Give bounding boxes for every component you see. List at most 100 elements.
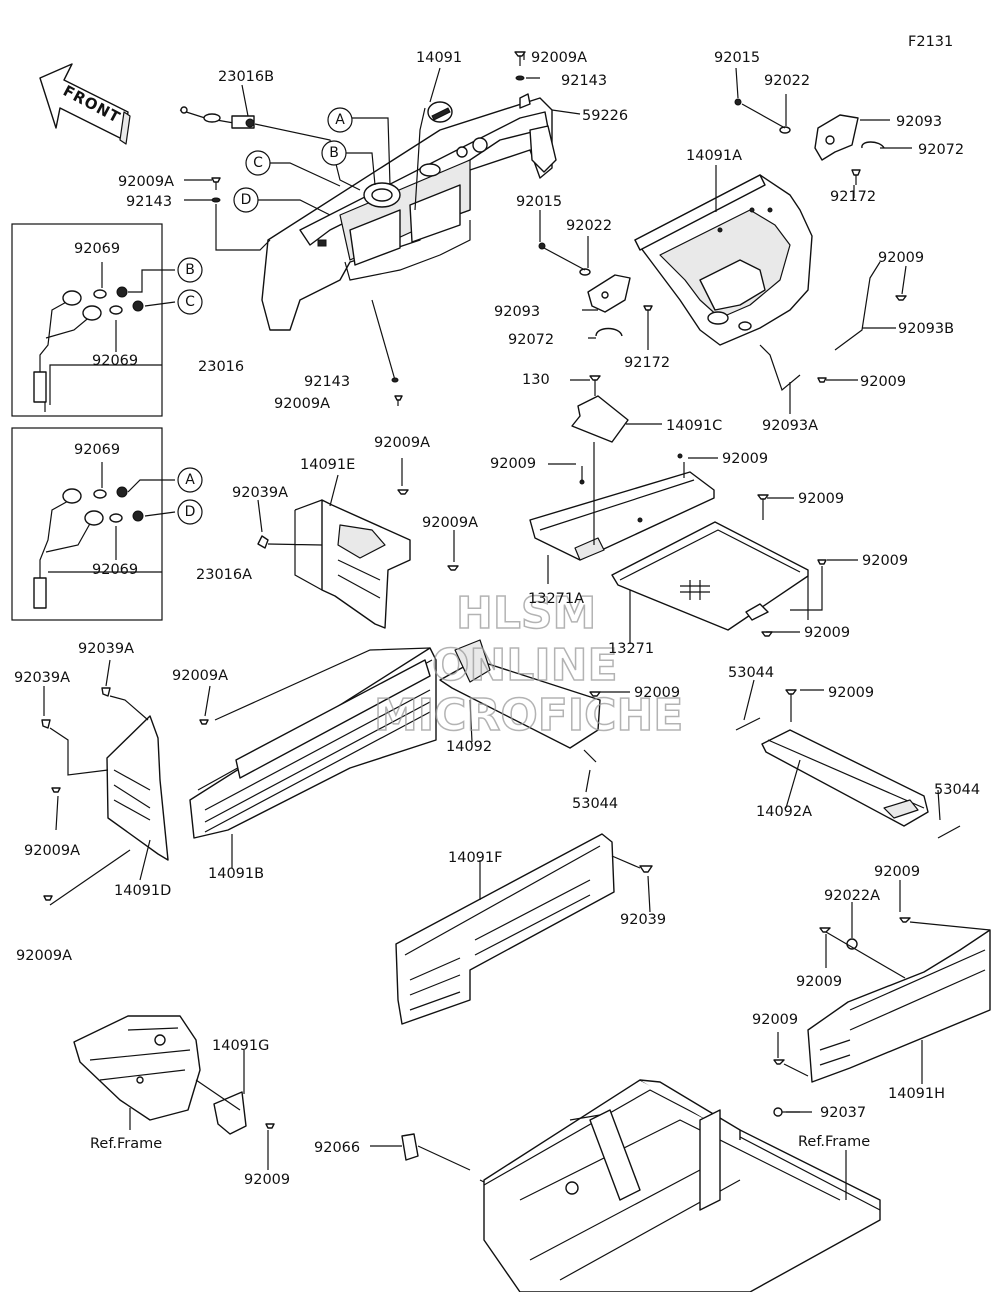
part-label[interactable]: 92172 bbox=[624, 355, 670, 371]
part-label[interactable]: 92009 bbox=[828, 685, 874, 701]
guard-14091e-drawing bbox=[257, 489, 459, 629]
part-label[interactable]: 14091A bbox=[686, 148, 742, 164]
part-label[interactable]: 92093 bbox=[494, 304, 540, 320]
part-label[interactable]: 23016 bbox=[198, 359, 244, 375]
part-label[interactable]: 92072 bbox=[508, 332, 554, 348]
part-label[interactable]: 53044 bbox=[572, 796, 618, 812]
part-label[interactable]: 92009A bbox=[531, 50, 587, 66]
bracket-92093-mid-drawing bbox=[538, 242, 653, 337]
cap-14091-drawing bbox=[427, 101, 453, 123]
part-label[interactable]: 53044 bbox=[728, 665, 774, 681]
part-label[interactable]: 14091 bbox=[416, 50, 462, 66]
part-label[interactable]: 53044 bbox=[934, 782, 980, 798]
part-label[interactable]: 92022 bbox=[764, 73, 810, 89]
watermark-line-2: ONLINE bbox=[432, 640, 618, 691]
part-label[interactable]: 92009A bbox=[16, 948, 72, 964]
callout-b-inset: B bbox=[185, 262, 195, 278]
part-label[interactable]: 92039A bbox=[232, 485, 288, 501]
part-label[interactable]: 13271 bbox=[608, 641, 654, 657]
part-label[interactable]: 13271A bbox=[528, 591, 584, 607]
callout-b-top: B bbox=[329, 145, 339, 161]
part-label[interactable]: 92015 bbox=[516, 194, 562, 210]
part-label[interactable]: 92009 bbox=[752, 1012, 798, 1028]
panel-13271-drawing bbox=[611, 494, 827, 637]
panel-14091f-drawing bbox=[395, 833, 653, 1025]
part-label[interactable]: 92037 bbox=[820, 1105, 866, 1121]
part-label[interactable]: 92093 bbox=[896, 114, 942, 130]
part-label[interactable]: 23016A bbox=[196, 567, 252, 583]
part-label[interactable]: 14091E bbox=[300, 457, 355, 473]
dash-panel-14091-drawing bbox=[261, 93, 557, 331]
part-label[interactable]: 92009 bbox=[244, 1172, 290, 1188]
part-label[interactable]: Ref.Frame bbox=[90, 1136, 162, 1152]
part-label[interactable]: 92009 bbox=[860, 374, 906, 390]
part-label[interactable]: 92022A bbox=[824, 888, 880, 904]
part-label[interactable]: 59226 bbox=[582, 108, 628, 124]
part-label[interactable]: 92172 bbox=[830, 189, 876, 205]
part-number-labels: 23016B 14091 92009A 92143 59226 92015 92… bbox=[14, 50, 980, 1188]
part-label[interactable]: 92009 bbox=[874, 864, 920, 880]
harness-23016b-drawing bbox=[179, 106, 361, 191]
callout-c-top: C bbox=[253, 155, 263, 171]
tray-14091a-drawing bbox=[634, 174, 813, 346]
part-label[interactable]: 92066 bbox=[314, 1140, 360, 1156]
part-label[interactable]: 14091F bbox=[448, 850, 502, 866]
part-label[interactable]: 92009 bbox=[722, 451, 768, 467]
part-label[interactable]: 92143 bbox=[304, 374, 350, 390]
inset-box-harness-23016a bbox=[11, 427, 163, 621]
part-label[interactable]: 92072 bbox=[918, 142, 964, 158]
panel-14091h-drawing bbox=[773, 917, 991, 1083]
part-label[interactable]: 92009A bbox=[274, 396, 330, 412]
plate-14092-drawing bbox=[439, 639, 601, 763]
panel-13271a-drawing bbox=[529, 442, 715, 561]
part-label[interactable]: 92039A bbox=[14, 670, 70, 686]
watermark-line-3: MICROFICHE bbox=[374, 690, 683, 741]
part-label[interactable]: 92009A bbox=[24, 843, 80, 859]
part-label[interactable]: 92143 bbox=[561, 73, 607, 89]
inset-box-harness-23016 bbox=[11, 223, 163, 417]
part-label[interactable]: 92069 bbox=[74, 442, 120, 458]
part-label[interactable]: 92009A bbox=[422, 515, 478, 531]
part-label[interactable]: 14091G bbox=[212, 1038, 269, 1054]
part-label[interactable]: 92009 bbox=[634, 685, 680, 701]
part-label[interactable]: 92039A bbox=[78, 641, 134, 657]
part-label[interactable]: 92009 bbox=[796, 974, 842, 990]
part-label[interactable]: 92009A bbox=[118, 174, 174, 190]
part-label[interactable]: 92009 bbox=[798, 491, 844, 507]
diagram-code: F2131 bbox=[908, 34, 953, 50]
part-label[interactable]: 92143 bbox=[126, 194, 172, 210]
part-label[interactable]: 92069 bbox=[74, 241, 120, 257]
part-label[interactable]: 92009A bbox=[374, 435, 430, 451]
frame-ref-main-drawing bbox=[401, 1079, 881, 1293]
part-label[interactable]: Ref.Frame bbox=[798, 1134, 870, 1150]
part-label[interactable]: 92069 bbox=[92, 353, 138, 369]
part-label[interactable]: 14091C bbox=[666, 418, 722, 434]
part-label[interactable]: 92069 bbox=[92, 562, 138, 578]
part-label[interactable]: 92009 bbox=[862, 553, 908, 569]
part-label[interactable]: 14092A bbox=[756, 804, 812, 820]
part-label[interactable]: 92039 bbox=[620, 912, 666, 928]
watermark-line-1: HLSM bbox=[456, 588, 596, 639]
part-label[interactable]: 92093B bbox=[898, 321, 954, 337]
part-label[interactable]: 14092 bbox=[446, 739, 492, 755]
callout-c-inset: C bbox=[185, 294, 195, 310]
part-label[interactable]: 14091D bbox=[114, 883, 171, 899]
part-label[interactable]: 92009 bbox=[490, 456, 536, 472]
callout-a-top: A bbox=[335, 112, 345, 128]
part-label[interactable]: 92009 bbox=[804, 625, 850, 641]
part-label[interactable]: 23016B bbox=[218, 69, 274, 85]
part-label[interactable]: 92009 bbox=[878, 250, 924, 266]
watermark: HLSM ONLINE MICROFICHE bbox=[373, 587, 684, 742]
plate-14092a-drawing bbox=[735, 689, 961, 839]
part-label[interactable]: 14091H bbox=[888, 1086, 945, 1102]
leader-lines bbox=[43, 52, 941, 1200]
part-label[interactable]: 92022 bbox=[566, 218, 612, 234]
front-arrow-icon: FRONT bbox=[39, 63, 131, 145]
part-label[interactable]: 14091B bbox=[208, 866, 264, 882]
part-label[interactable]: 92093A bbox=[762, 418, 818, 434]
part-label[interactable]: 92015 bbox=[714, 50, 760, 66]
part-label[interactable]: 92009A bbox=[172, 668, 228, 684]
part-label[interactable]: 130 bbox=[522, 372, 550, 388]
